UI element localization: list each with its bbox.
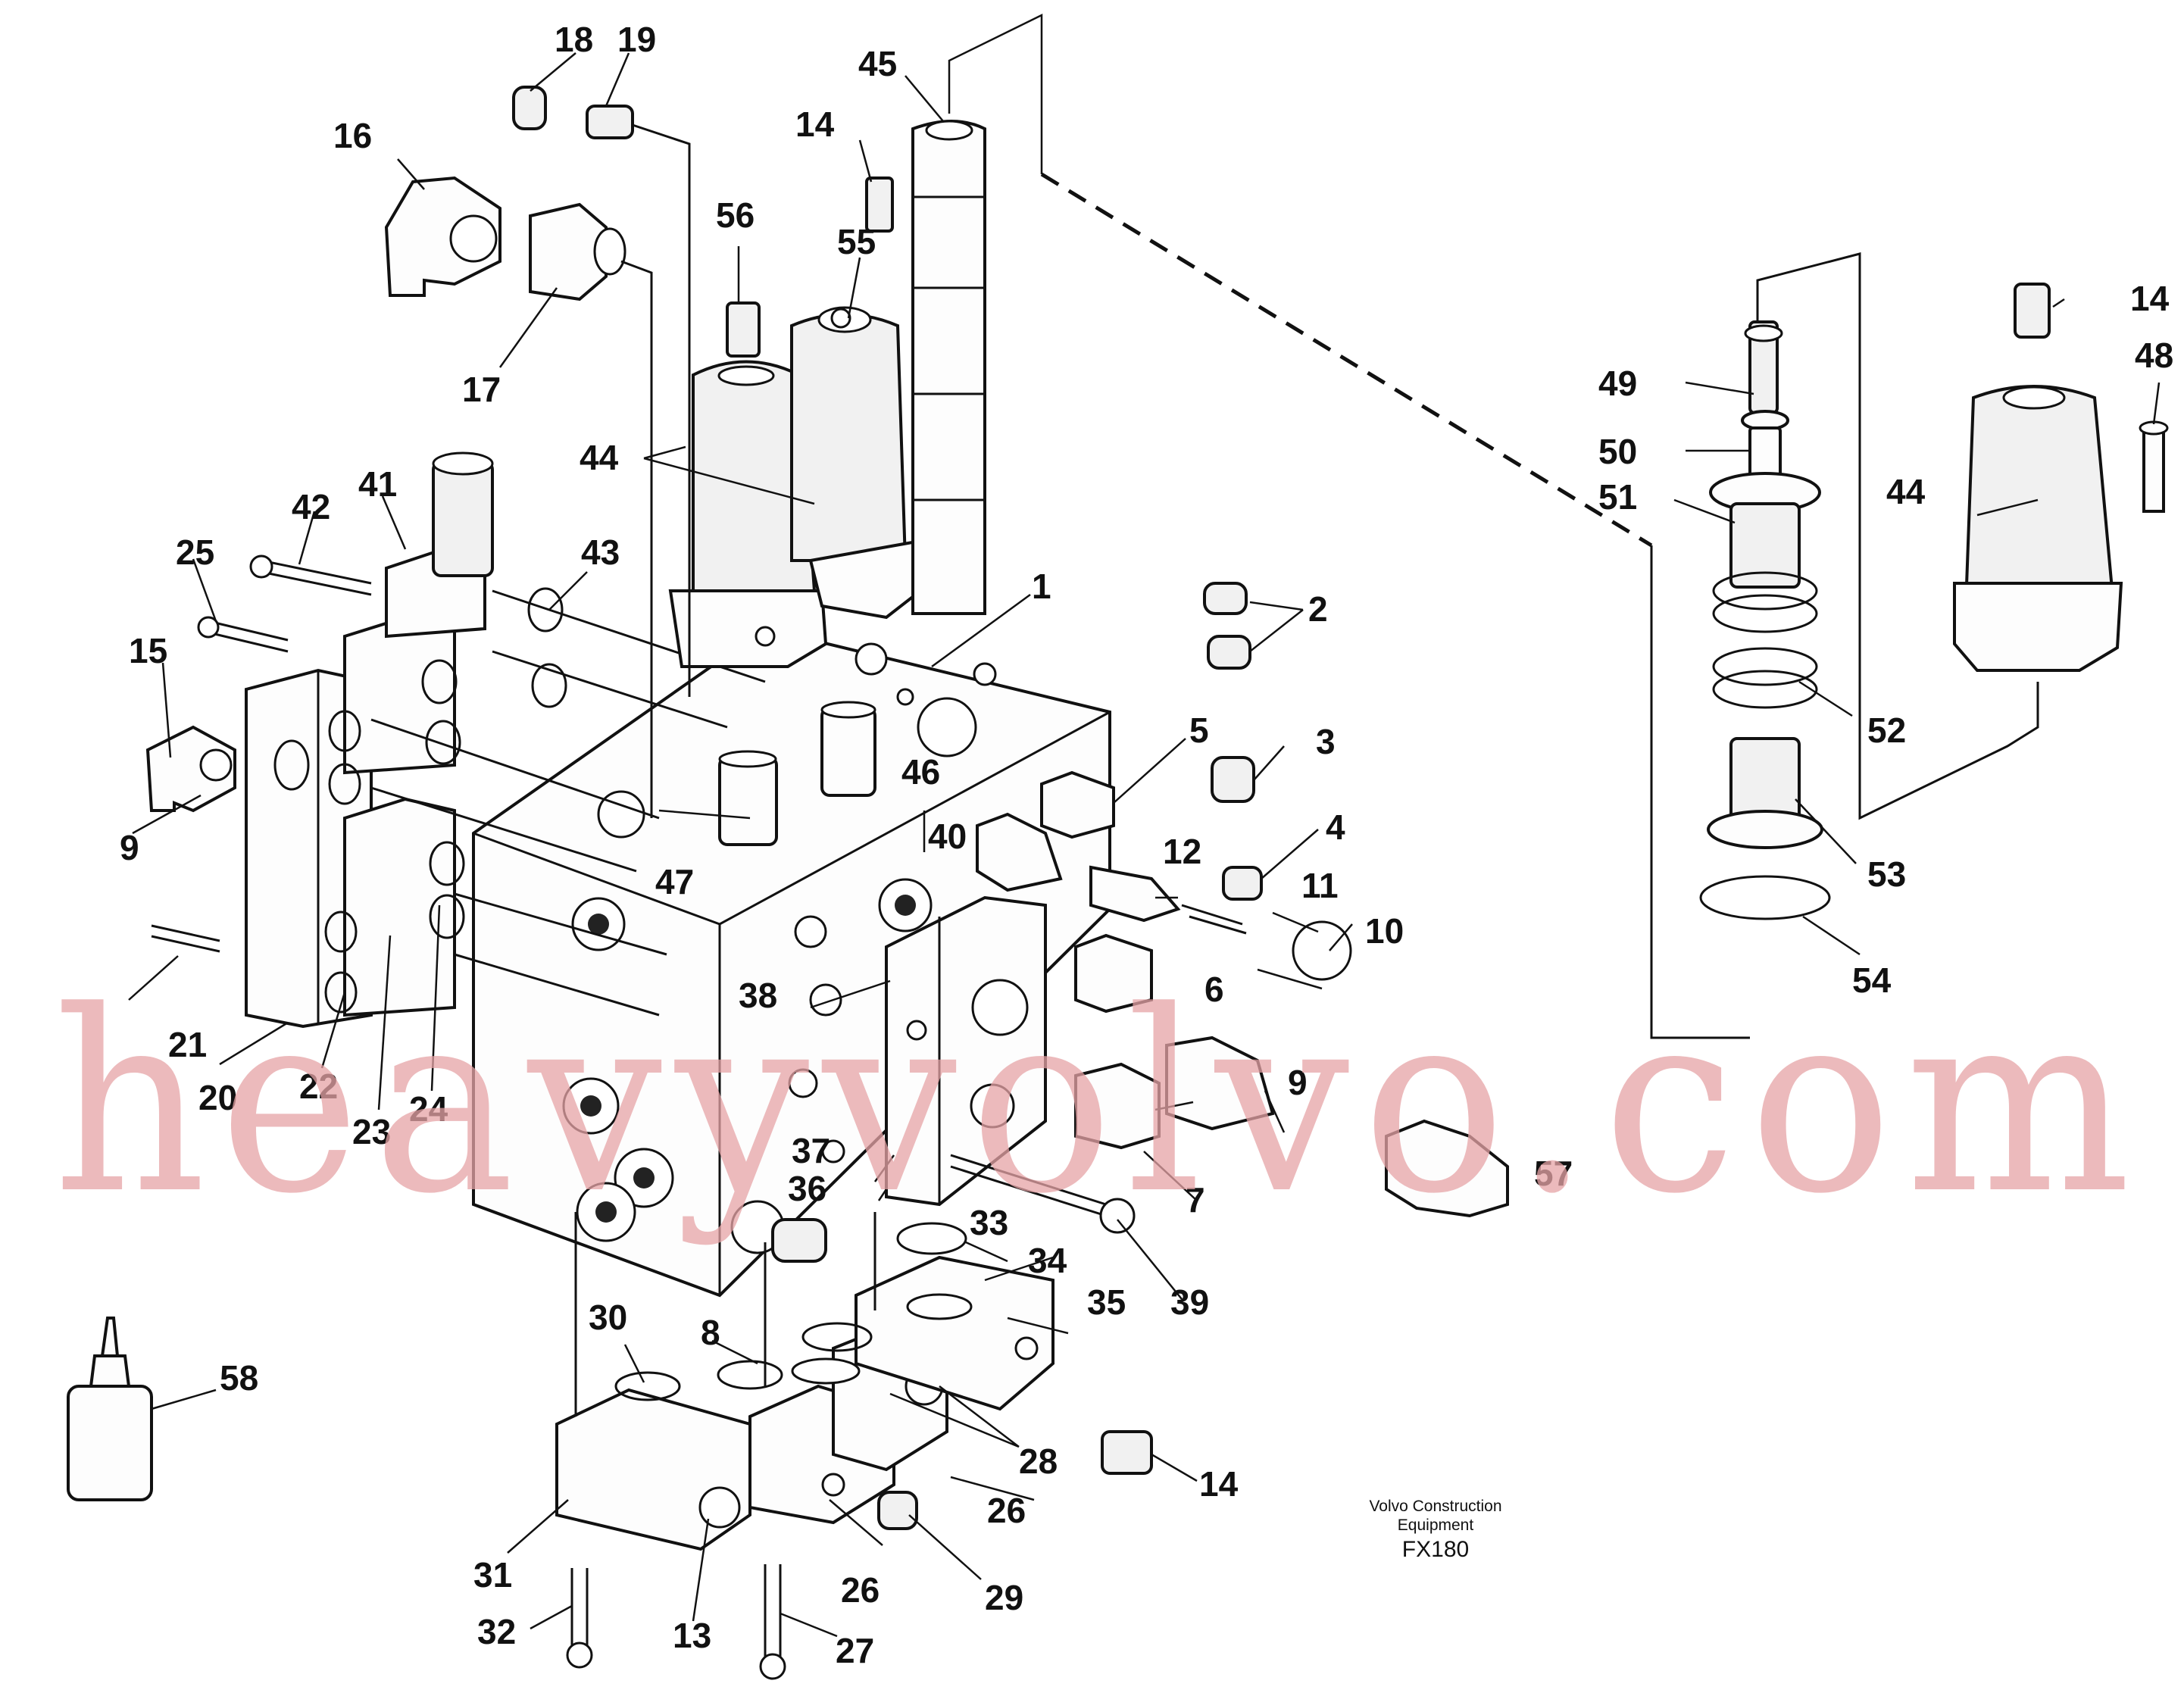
left-side-blocks [145, 451, 766, 1029]
right-side-plate [885, 582, 1509, 1234]
label-1: 1 [1032, 567, 1051, 606]
label-23: 23 [352, 1112, 391, 1151]
label-57: 57 [1534, 1154, 1573, 1193]
label-27: 27 [836, 1631, 874, 1670]
watermark: heavyvolvo.com [53, 957, 2144, 1248]
label-41: 41 [358, 464, 397, 504]
label-25: 25 [176, 533, 214, 572]
label-3: 3 [1316, 722, 1336, 761]
label-19: 19 [617, 20, 656, 59]
label-37: 37 [792, 1131, 830, 1170]
label-28: 28 [1019, 1442, 1058, 1481]
label-55: 55 [837, 222, 876, 261]
label-32: 32 [477, 1612, 516, 1651]
label-58: 58 [220, 1358, 258, 1398]
label-36: 36 [788, 1169, 826, 1208]
main-valve-block [472, 626, 1111, 1298]
label-44-left: 44 [580, 438, 619, 477]
right-assembly [1650, 252, 2169, 1039]
fitting-group-top-left [384, 86, 691, 818]
label-33: 33 [970, 1203, 1008, 1242]
caption-line-1: Volvo Construction [1369, 1498, 1501, 1515]
label-8: 8 [701, 1313, 720, 1352]
label-20: 20 [198, 1078, 237, 1117]
label-47: 47 [655, 862, 694, 901]
label-38: 38 [739, 976, 777, 1015]
caption: Volvo Construction Equipment FX180 [1369, 1498, 1501, 1562]
label-21: 21 [168, 1025, 207, 1064]
label-56: 56 [716, 195, 755, 235]
label-2: 2 [1308, 589, 1328, 629]
label-22: 22 [299, 1067, 338, 1106]
label-48: 48 [2135, 336, 2173, 375]
label-51: 51 [1598, 477, 1637, 517]
label-5: 5 [1189, 711, 1209, 750]
label-42: 42 [292, 487, 330, 526]
label-26-upper: 26 [987, 1491, 1026, 1530]
label-15: 15 [129, 631, 167, 670]
label-34: 34 [1028, 1241, 1067, 1280]
adhesive-bottle [67, 1317, 153, 1501]
label-54: 54 [1852, 961, 1892, 1000]
label-24: 24 [409, 1089, 448, 1129]
label-9-left: 9 [120, 828, 139, 867]
label-18: 18 [555, 20, 593, 59]
label-13: 13 [673, 1616, 711, 1655]
label-9-right: 9 [1288, 1063, 1308, 1102]
label-29: 29 [985, 1578, 1023, 1617]
part-labels: 1 2 3 4 5 6 7 8 9 9 10 11 12 13 14 14 14… [120, 20, 2173, 1670]
label-39: 39 [1170, 1282, 1209, 1322]
label-50: 50 [1598, 432, 1637, 471]
label-14-bottom: 14 [1199, 1464, 1239, 1504]
label-44-right: 44 [1886, 472, 1926, 511]
label-17: 17 [462, 370, 501, 409]
label-6: 6 [1204, 970, 1224, 1009]
label-35: 35 [1087, 1282, 1126, 1322]
label-43: 43 [581, 533, 620, 572]
label-40: 40 [928, 817, 967, 856]
label-46: 46 [901, 752, 940, 792]
label-52: 52 [1867, 711, 1906, 750]
solenoid-group [668, 13, 1653, 846]
label-7: 7 [1186, 1180, 1205, 1220]
label-45: 45 [858, 44, 897, 83]
label-4: 4 [1326, 807, 1345, 847]
label-49: 49 [1598, 364, 1637, 403]
label-16: 16 [333, 116, 372, 155]
caption-line-2: Equipment [1398, 1517, 1474, 1534]
leader-lines [128, 52, 2161, 1638]
caption-code: FX180 [1402, 1537, 1469, 1562]
bottom-blocks [555, 1212, 1153, 1680]
label-11: 11 [1301, 866, 1339, 905]
label-26-lower: 26 [841, 1570, 880, 1610]
label-10: 10 [1365, 911, 1404, 951]
label-14-right: 14 [2130, 279, 2170, 318]
label-12: 12 [1163, 832, 1201, 871]
label-30: 30 [589, 1298, 627, 1337]
label-14-top: 14 [795, 105, 835, 144]
label-53: 53 [1867, 854, 1906, 894]
label-31: 31 [473, 1555, 512, 1595]
